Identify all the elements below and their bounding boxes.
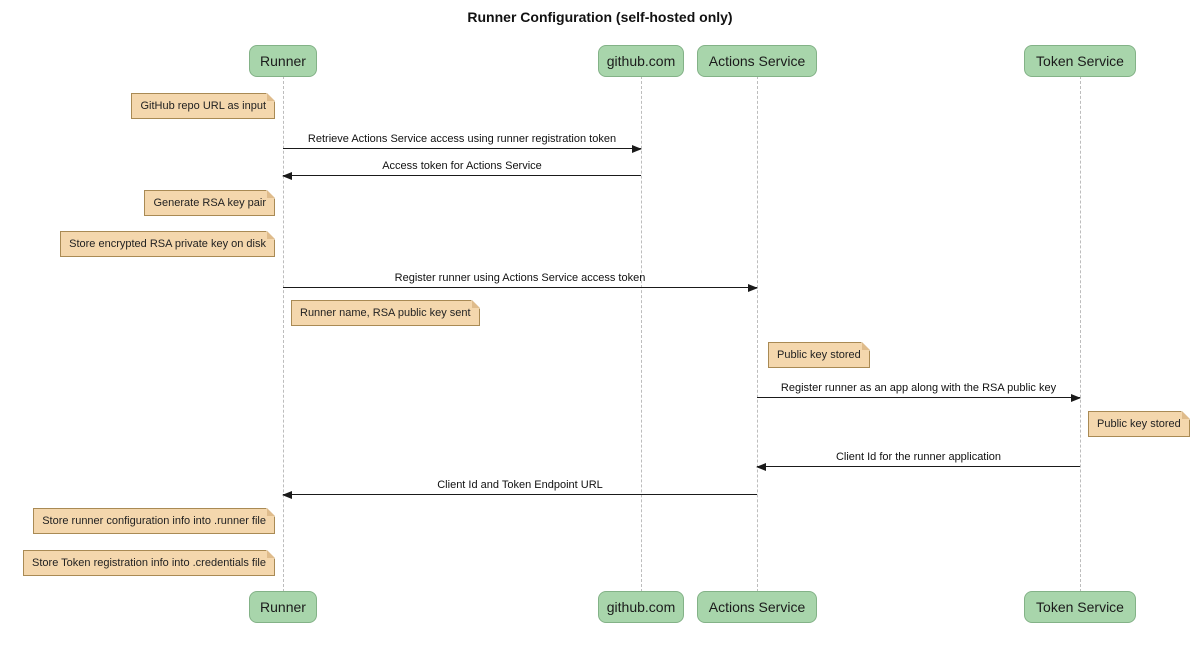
arrowhead-right-icon — [1071, 394, 1081, 402]
actor-token-service-bottom: Token Service — [1024, 591, 1136, 623]
arrowhead-left-icon — [756, 463, 766, 471]
note-github-repo-url-input: GitHub repo URL as input — [131, 93, 275, 119]
message-register-runner: Register runner using Actions Service ac… — [283, 270, 758, 292]
message-label: Client Id for the runner application — [835, 451, 1002, 463]
diagram-title: Runner Configuration (self-hosted only) — [467, 9, 733, 25]
note-public-key-stored-token: Public key stored — [1088, 411, 1190, 437]
message-label: Register runner using Actions Service ac… — [394, 272, 646, 284]
message-client-id-for-runner: Client Id for the runner application — [756, 449, 1080, 471]
actor-actions-service-bottom: Actions Service — [697, 591, 817, 623]
actor-github-top: github.com — [598, 45, 684, 77]
lifeline-actions-service — [757, 76, 758, 592]
message-label: Access token for Actions Service — [382, 160, 542, 172]
note-store-runner-file: Store runner configuration info into .ru… — [33, 508, 275, 534]
arrowhead-right-icon — [748, 284, 758, 292]
arrowhead-left-icon — [282, 491, 292, 499]
note-store-encrypted-private-key: Store encrypted RSA private key on disk — [60, 231, 275, 257]
arrowhead-left-icon — [282, 172, 292, 180]
actor-github-bottom: github.com — [598, 591, 684, 623]
actor-actions-service-top: Actions Service — [697, 45, 817, 77]
actor-runner-top: Runner — [249, 45, 317, 77]
actor-token-service-top: Token Service — [1024, 45, 1136, 77]
lifeline-runner — [283, 76, 284, 592]
lifeline-github — [641, 76, 642, 592]
message-label: Client Id and Token Endpoint URL — [437, 479, 603, 491]
message-label: Register runner as an app along with the… — [780, 382, 1057, 394]
note-public-key-stored-actions: Public key stored — [768, 342, 870, 368]
message-register-runner-as-app: Register runner as an app along with the… — [757, 380, 1081, 402]
message-retrieve-actions-access: Retrieve Actions Service access using ru… — [283, 131, 642, 153]
message-access-token-returned: Access token for Actions Service — [282, 158, 641, 180]
note-runner-name-public-key-sent: Runner name, RSA public key sent — [291, 300, 480, 326]
note-generate-rsa-key-pair: Generate RSA key pair — [144, 190, 275, 216]
arrowhead-right-icon — [632, 145, 642, 153]
actor-runner-bottom: Runner — [249, 591, 317, 623]
message-client-id-token-endpoint: Client Id and Token Endpoint URL — [282, 477, 757, 499]
note-store-credentials-file: Store Token registration info into .cred… — [23, 550, 275, 576]
lifeline-token-service — [1080, 76, 1081, 592]
message-label: Retrieve Actions Service access using ru… — [307, 133, 617, 145]
